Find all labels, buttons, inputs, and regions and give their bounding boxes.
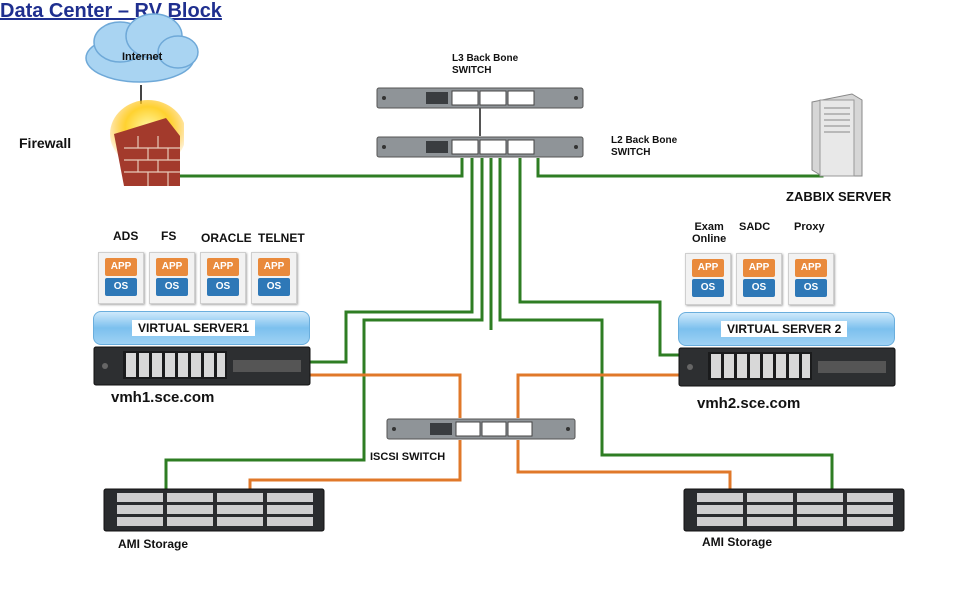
rack-server-icon — [678, 347, 896, 387]
storage-array-icon — [103, 488, 325, 532]
rack-server-icon — [93, 346, 311, 386]
os-tag: OS — [105, 278, 137, 296]
app-tag: APP — [258, 258, 290, 276]
vmh2-to-iscsi-link — [516, 373, 680, 418]
os-tag: OS — [743, 279, 775, 297]
firewall-icon — [110, 100, 184, 186]
virtual-server1-label: VIRTUAL SERVER1 — [132, 320, 255, 336]
vm-tile-telnet: APP OS — [251, 252, 297, 304]
os-tag: OS — [258, 278, 290, 296]
app-tag: APP — [692, 259, 724, 277]
l2-switch-icon — [376, 136, 584, 158]
vm-label-fs: FS — [161, 229, 177, 243]
right-storage-label: AMI Storage — [702, 535, 773, 549]
l2-to-left-storage-link — [164, 158, 484, 490]
iscsi-switch-icon — [386, 418, 576, 440]
vmh1-host-label: vmh1.sce.com — [111, 389, 215, 406]
vmh2-host-label: vmh2.sce.com — [697, 395, 801, 412]
storage-array-icon — [683, 488, 905, 532]
virtual-server2-bar: VIRTUAL SERVER 2 — [678, 312, 895, 346]
cloud-icon — [85, 13, 199, 83]
firewall-to-l2-link — [175, 158, 464, 178]
vm-tile-exam-online: APP OS — [685, 253, 731, 305]
virtual-server1-bar: VIRTUAL SERVER1 — [93, 311, 310, 345]
l3-switch-icon — [376, 87, 584, 109]
app-tag: APP — [795, 259, 827, 277]
vm-label-sadc: SADC — [739, 221, 771, 233]
firewall-label: Firewall — [19, 135, 72, 151]
l2-to-right-storage-link — [498, 158, 834, 490]
vm-tile-oracle: APP OS — [200, 252, 246, 304]
iscsi-to-right-storage-link — [516, 440, 732, 490]
vm-label-exam-online: Exam Online — [692, 221, 727, 245]
l2-to-zabbix-link — [536, 158, 824, 178]
app-tag: APP — [743, 259, 775, 277]
os-tag: OS — [692, 279, 724, 297]
vm-tile-fs: APP OS — [149, 252, 195, 304]
vm-tile-proxy: APP OS — [788, 253, 834, 305]
l2-to-vmh2-link — [518, 158, 680, 357]
app-tag: APP — [207, 258, 239, 276]
vm-tile-ads: APP OS — [98, 252, 144, 304]
internet-label: Internet — [122, 51, 163, 63]
os-tag: OS — [795, 279, 827, 297]
left-storage-label: AMI Storage — [118, 537, 189, 551]
vm-label-ads: ADS — [113, 229, 139, 243]
zabbix-server-label: ZABBIX SERVER — [786, 189, 892, 204]
vm-label-telnet: TELNET — [258, 231, 305, 245]
vm-label-proxy: Proxy — [794, 221, 825, 233]
vmh1-to-iscsi-link — [310, 373, 462, 418]
app-tag: APP — [156, 258, 188, 276]
vm-tile-sadc: APP OS — [736, 253, 782, 305]
virtual-server2-label: VIRTUAL SERVER 2 — [721, 321, 848, 337]
l2-to-vmh1-link — [310, 158, 474, 364]
vm-label-oracle: ORACLE — [201, 231, 252, 245]
server-tower-icon — [811, 93, 863, 177]
iscsi-switch-label: ISCSI SWITCH — [370, 451, 446, 463]
app-tag: APP — [105, 258, 137, 276]
os-tag: OS — [207, 278, 239, 296]
iscsi-to-left-storage-link — [248, 440, 462, 490]
os-tag: OS — [156, 278, 188, 296]
